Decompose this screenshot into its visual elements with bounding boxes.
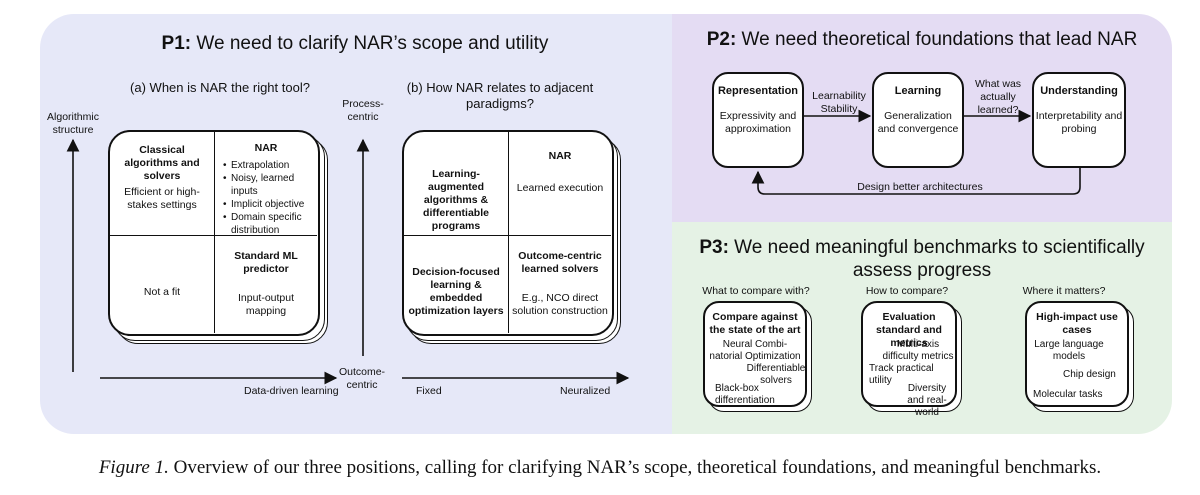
caption-text: Overview of our three positions, calling… — [168, 457, 1102, 478]
p3-card-2-item: Diversity and real-world — [907, 383, 947, 418]
b-br-title: Outcome-centric learned solvers — [518, 250, 602, 275]
a-tr-bullet: Extrapolation — [223, 159, 318, 172]
caption-label: Figure 1. — [98, 457, 169, 478]
a-x-axis-label: Data-driven learning — [244, 385, 339, 397]
a-tr-bullets: Extrapolation Noisy, learned inputs Impl… — [223, 159, 318, 237]
a-tl-title: Classical algorithms and solvers — [124, 144, 200, 182]
node-learning-desc: Generalization and convergence — [877, 110, 959, 135]
a-bl-desc: Not a fit — [143, 286, 181, 298]
p3-card-1: Compare against the state of the art Neu… — [703, 301, 807, 407]
p2-title: P2: We need theoretical foundations that… — [706, 29, 1138, 50]
edge1-label: Learnability Stability — [812, 90, 866, 115]
b-quadrant-box: Learning-augmented algorithms & differen… — [402, 130, 614, 336]
node-understanding-title: Understanding — [1040, 85, 1118, 97]
p3-title: P3: We need meaningful benchmarks to sci… — [699, 237, 1145, 281]
node-representation-desc: Expressivity and approximation — [719, 110, 797, 135]
p3-card-2-title: Evaluation standard and metrics — [876, 311, 942, 349]
p3-card-1-item: Neural Combi-natorial Optimization — [709, 339, 801, 362]
a-br-title: Standard ML predictor — [234, 250, 298, 275]
node-representation-title: Representation — [717, 85, 799, 97]
p3-card-2-item: Multi-axis difficulty metrics — [882, 339, 954, 362]
p3-card-3-item: Chip design — [1063, 369, 1116, 380]
p3-card-1-title: Compare against the state of the art — [709, 311, 801, 336]
node-representation: Representation Expressivity and approxim… — [712, 72, 804, 168]
b-tr-title: NAR — [548, 150, 572, 162]
p3-card-3: High-impact use cases Large language mod… — [1025, 301, 1129, 407]
p3-card-2: Evaluation standard and metrics Multi-ax… — [861, 301, 957, 418]
node-understanding: Understanding Interpretability and probi… — [1032, 72, 1126, 168]
b-x-right-label: Neuralized — [560, 385, 611, 397]
b-br-desc: E.g., NCO direct solution construction — [512, 292, 608, 317]
a-tr-bullet: Domain specific distribution — [223, 211, 318, 237]
node-understanding-desc: Interpretability and probing — [1035, 110, 1123, 135]
p3-question-2: How to compare? — [865, 285, 949, 297]
p3-card-1-item: Differentiable solvers — [746, 363, 806, 386]
b-heading: (b) How NAR relates to adjacent paradigm… — [406, 80, 594, 111]
p3-card-3-item: Molecular tasks — [1033, 389, 1103, 400]
p3-card-3-title: High-impact use cases — [1036, 311, 1118, 336]
node-learning: Learning Generalization and convergence — [872, 72, 964, 168]
a-tl-desc: Efficient or high-stakes settings — [124, 186, 200, 211]
a-tr-title: NAR — [254, 142, 278, 154]
node-learning-title: Learning — [894, 85, 942, 97]
b-x-left-label: Fixed — [416, 385, 442, 397]
figure-caption: Figure 1. Overview of our three position… — [0, 456, 1200, 480]
b-y-axis-label: Process-centric — [342, 98, 384, 123]
feedback-label: Design better architectures — [857, 181, 983, 193]
b-tl-title: Learning-augmented algorithms & differen… — [423, 168, 489, 232]
b-tr-desc: Learned execution — [516, 182, 604, 194]
b-bl-title: Decision-focused learning & embedded opt… — [408, 266, 504, 317]
a-heading: (a) When is NAR the right tool? — [130, 80, 310, 95]
p3-question-3: Where it matters? — [1022, 285, 1106, 297]
a-y-axis-label: Algorithmic structure — [47, 111, 99, 136]
b-y-bottom-label: Outcome-centric — [338, 366, 386, 391]
p1-title: P1: We need to clarify NAR’s scope and u… — [161, 33, 549, 54]
a-quadrant-box: Classical algorithms and solvers Efficie… — [108, 130, 320, 336]
p3-question-1: What to compare with? — [702, 285, 810, 297]
a-br-desc: Input-output mapping — [237, 292, 295, 317]
edge2-label: What was actually learned? — [974, 78, 1022, 116]
a-tr-bullet: Implicit objective — [223, 198, 318, 211]
a-tr-bullet: Noisy, learned inputs — [223, 172, 318, 198]
p3-card-2-item: Track practical utility — [869, 363, 934, 386]
p3-card-3-item: Large language models — [1034, 339, 1104, 362]
feedback-arrow — [751, 168, 1081, 195]
p3-card-1-item: Black-box differentiation — [715, 383, 775, 406]
